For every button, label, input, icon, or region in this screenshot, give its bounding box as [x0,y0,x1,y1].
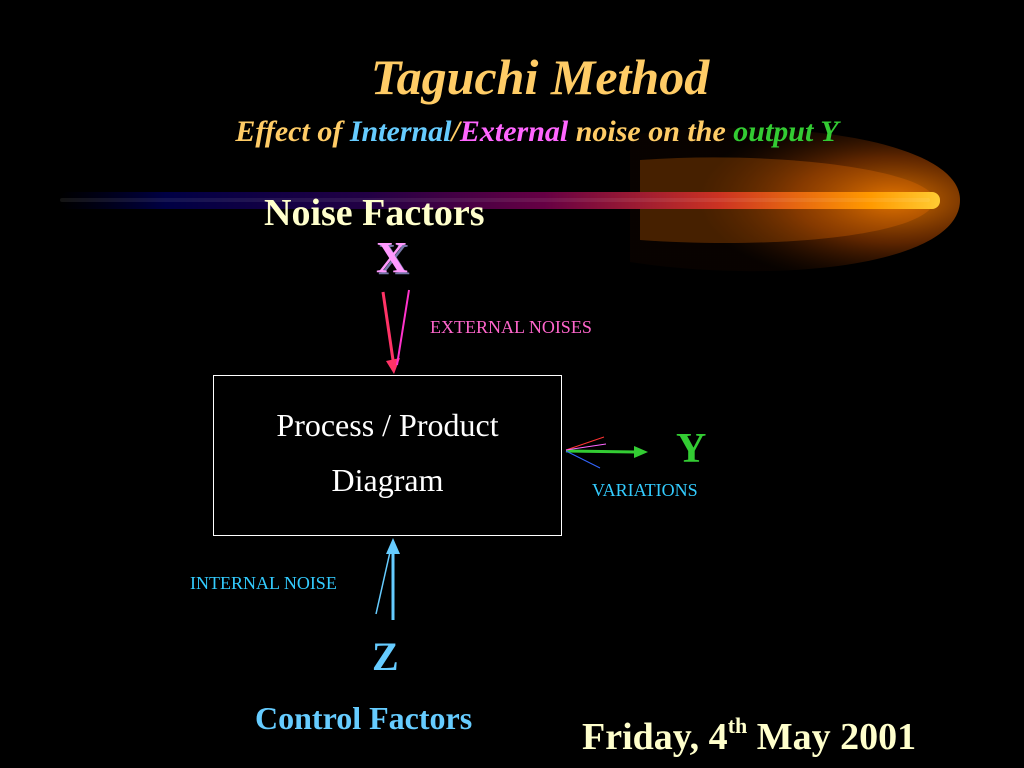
internal-noise-label: INTERNAL NOISE [190,573,337,593]
subtitle-output: output Y [733,115,839,148]
slide-title: Taguchi Method [370,49,710,105]
control-factors-label: Control Factors [255,700,473,736]
date-prefix: Friday, 4 [582,716,728,758]
y-label: Y [676,426,707,472]
date-sup: th [727,713,748,738]
subtitle-part2: noise on the [568,115,734,148]
subtitle-part1: Effect of [235,115,350,148]
external-noises-label: EXTERNAL NOISES [430,317,592,337]
subtitle-internal: Internal [349,115,452,148]
z-label: Z [372,634,399,679]
slide-subtitle: Effect of Internal/External noise on the… [0,115,1024,149]
slide-date: Friday, 4th May 2001 [582,715,916,759]
x-label: X [376,233,408,282]
process-box [213,375,562,536]
box-line-2: Diagram [331,462,444,498]
variations-label: VARIATIONS [592,480,698,500]
noise-factors-label: Noise Factors [264,192,485,234]
date-suffix: May 2001 [747,716,917,758]
subtitle-external: External [459,115,569,148]
subtitle-slash: / [451,115,460,148]
box-line-1: Process / Product [276,407,499,443]
process-box-text: Process / Product Diagram [213,398,562,508]
